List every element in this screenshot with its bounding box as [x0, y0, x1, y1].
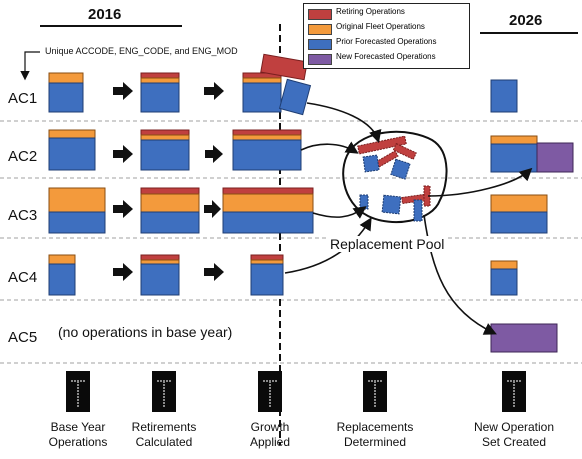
- step-caption-line: Operations: [48, 435, 108, 449]
- legend-label: New Forecasted Operations: [336, 52, 436, 61]
- step-caption-5: New Operation Set Created: [459, 420, 569, 450]
- step-icon-2: [152, 371, 176, 412]
- step-caption-line: New Operation: [473, 420, 555, 434]
- legend-swatch-new: [308, 54, 332, 65]
- legend-label: Original Fleet Operations: [336, 22, 425, 31]
- step-icon-1: [66, 371, 90, 412]
- step-caption-line: Set Created: [481, 435, 547, 449]
- legend-label: Prior Forecasted Operations: [336, 37, 437, 46]
- no-operations-note: (no operations in base year): [58, 324, 233, 340]
- ac1-blocks: [48, 53, 518, 116]
- step-caption-4: Replacements Determined: [320, 420, 430, 450]
- ac4-blocks: [48, 254, 518, 296]
- step-caption-line: Base Year: [50, 420, 106, 434]
- key-note-arrow: [20, 51, 40, 81]
- row-separators: [0, 120, 582, 364]
- step-caption-line: Growth: [250, 420, 290, 434]
- step-icons: [66, 371, 526, 412]
- ac2-blocks: [48, 129, 574, 173]
- year-right-label: 2026: [509, 12, 543, 29]
- row-label-ac4: AC4: [8, 269, 38, 286]
- legend-swatch-prior: [308, 39, 332, 50]
- legend: Retiring Operations Original Fleet Opera…: [303, 3, 470, 69]
- step-caption-2: Retirements Calculated: [109, 420, 219, 450]
- legend-label: Retiring Operations: [336, 7, 405, 16]
- step-icon-5: [502, 371, 526, 412]
- step-caption-line: Replacements: [336, 420, 414, 434]
- row-label-ac2: AC2: [8, 148, 38, 165]
- step-caption-3: Growth Applied: [215, 420, 325, 450]
- step-icon-3: [258, 371, 282, 412]
- row-label-ac5: AC5: [8, 329, 38, 346]
- step-caption-line: Applied: [249, 435, 291, 449]
- flow-arrows: [284, 102, 533, 335]
- row-label-ac1: AC1: [8, 90, 38, 107]
- legend-swatch-retiring: [308, 9, 332, 20]
- legend-swatch-original: [308, 24, 332, 35]
- step-caption-line: Retirements: [131, 420, 197, 434]
- ac5-new-operations-block: [490, 323, 558, 353]
- step-caption-line: Calculated: [135, 435, 193, 449]
- ac3-blocks: [48, 187, 548, 234]
- replacement-pool: [342, 130, 448, 223]
- replacement-pool-label: Replacement Pool: [328, 236, 447, 252]
- step-caption-1: Base Year Operations: [23, 420, 133, 450]
- step-caption-line: Determined: [343, 435, 407, 449]
- step-arrows: [113, 82, 224, 281]
- year-left-label: 2016: [88, 6, 122, 23]
- key-note: Unique ACCODE, ENG_CODE, and ENG_MOD: [45, 46, 238, 56]
- step-icon-4: [363, 371, 387, 412]
- row-label-ac3: AC3: [8, 207, 38, 224]
